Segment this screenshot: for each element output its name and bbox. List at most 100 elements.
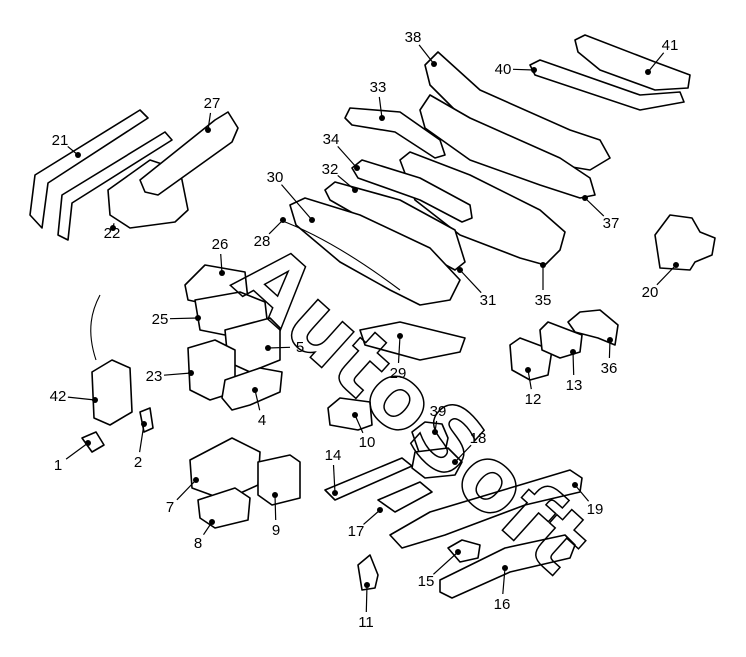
- leader-line-14: [332, 464, 336, 494]
- leader-dot-1: [85, 440, 91, 446]
- leader-dot-29: [397, 333, 403, 339]
- leader-dot-10: [352, 412, 358, 418]
- leader-line-7: [176, 479, 197, 501]
- callout-label-35: 35: [535, 292, 552, 309]
- callout-label-7: 7: [166, 499, 174, 516]
- part-20-bracket: [654, 214, 716, 271]
- leader-line-26: [220, 253, 223, 274]
- leader-line-30: [281, 184, 313, 221]
- leader-line-31: [459, 269, 482, 294]
- callout-label-20: 20: [642, 284, 659, 301]
- callout-label-30: 30: [267, 169, 284, 186]
- leader-dot-20: [673, 262, 679, 268]
- callout-label-8: 8: [194, 535, 202, 552]
- leader-dot-25: [195, 315, 201, 321]
- part-9-relay-box: [257, 454, 301, 506]
- callout-label-27: 27: [204, 95, 221, 112]
- part-34-upper-brace: [351, 159, 473, 223]
- leader-dot-27: [205, 127, 211, 133]
- part-40-linkage: [529, 59, 685, 111]
- part-14-rail: [324, 457, 413, 501]
- callout-label-14: 14: [325, 447, 342, 464]
- leader-line-23: [163, 372, 192, 376]
- leader-dot-26: [219, 270, 225, 276]
- parts-layer: [29, 34, 716, 599]
- leader-dot-35: [540, 262, 546, 268]
- callout-label-40: 40: [495, 61, 512, 78]
- part-11-bracket: [357, 554, 379, 591]
- callout-label-5: 5: [296, 339, 304, 356]
- callout-label-37: 37: [603, 215, 620, 232]
- callout-label-33: 33: [370, 79, 387, 96]
- leader-line-38: [418, 44, 435, 65]
- callout-label-4: 4: [258, 412, 266, 429]
- part-33-brace: [344, 107, 446, 159]
- leader-line-4: [254, 389, 261, 411]
- callout-label-39: 39: [430, 403, 447, 420]
- leader-line-11: [365, 584, 368, 613]
- leader-line-42: [67, 396, 96, 401]
- leader-dot-41: [645, 69, 651, 75]
- part-42-filler-neck: [90, 294, 101, 361]
- leader-dot-23: [188, 370, 194, 376]
- part-8-fuse-box: [197, 487, 251, 529]
- leader-dot-5: [265, 345, 271, 351]
- part-36-bracket: [567, 309, 619, 346]
- callout-label-32: 32: [322, 161, 339, 178]
- leader-dot-30: [309, 217, 315, 223]
- leader-dot-17: [377, 507, 383, 513]
- leader-lines: [65, 44, 679, 613]
- leader-line-17: [363, 509, 381, 525]
- callout-label-36: 36: [601, 360, 618, 377]
- leader-line-5: [267, 346, 291, 349]
- part-10-mount-bracket: [327, 397, 373, 431]
- callout-label-41: 41: [662, 37, 679, 54]
- leader-line-13: [572, 351, 575, 376]
- leader-line-34: [337, 146, 358, 169]
- leader-line-9: [274, 494, 277, 521]
- leader-dot-36: [607, 337, 613, 343]
- part-35-dash-panel: [399, 151, 566, 266]
- leader-dot-18: [452, 459, 458, 465]
- leader-dot-28: [280, 217, 286, 223]
- part-4-tray-bracket: [221, 367, 283, 411]
- callout-label-34: 34: [323, 131, 340, 148]
- leader-dot-38: [431, 61, 437, 67]
- callout-label-23: 23: [146, 368, 163, 385]
- leader-dot-39: [432, 429, 438, 435]
- callout-label-38: 38: [405, 29, 422, 46]
- leader-line-15: [432, 551, 459, 575]
- part-15-bracket: [447, 539, 481, 563]
- leader-line-40: [512, 68, 535, 71]
- callout-label-12: 12: [525, 391, 542, 408]
- leader-line-20: [656, 264, 677, 286]
- callout-label-31: 31: [480, 292, 497, 309]
- callout-label-26: 26: [212, 236, 229, 253]
- leader-line-29: [397, 335, 401, 364]
- leader-line-2: [139, 423, 145, 453]
- leader-line-19: [574, 484, 590, 502]
- leader-dot-14: [332, 490, 338, 496]
- leader-line-36: [608, 339, 611, 359]
- part-30-bulkhead: [289, 197, 461, 306]
- callout-label-2: 2: [134, 454, 142, 471]
- leader-dot-42: [92, 397, 98, 403]
- callout-label-42: 42: [50, 388, 67, 405]
- leader-line-37: [584, 197, 605, 217]
- part-2-sensor: [139, 407, 154, 433]
- leader-dot-40: [531, 67, 537, 73]
- leader-line-32: [337, 174, 356, 191]
- leader-dot-15: [455, 549, 461, 555]
- leader-dot-22: [110, 225, 116, 231]
- part-13-heat-shield: [539, 321, 583, 359]
- leader-dot-4: [252, 387, 258, 393]
- leader-dot-32: [352, 187, 358, 193]
- part-22-inner-rail: [57, 131, 173, 241]
- leader-dot-8: [209, 519, 215, 525]
- leader-line-33: [378, 96, 383, 119]
- part-37-cowl-panel: [419, 94, 596, 199]
- leader-line-41: [647, 52, 665, 73]
- callout-label-21: 21: [52, 132, 69, 149]
- leader-line-18: [454, 444, 472, 463]
- part-42-washer-reservoir: [91, 359, 133, 426]
